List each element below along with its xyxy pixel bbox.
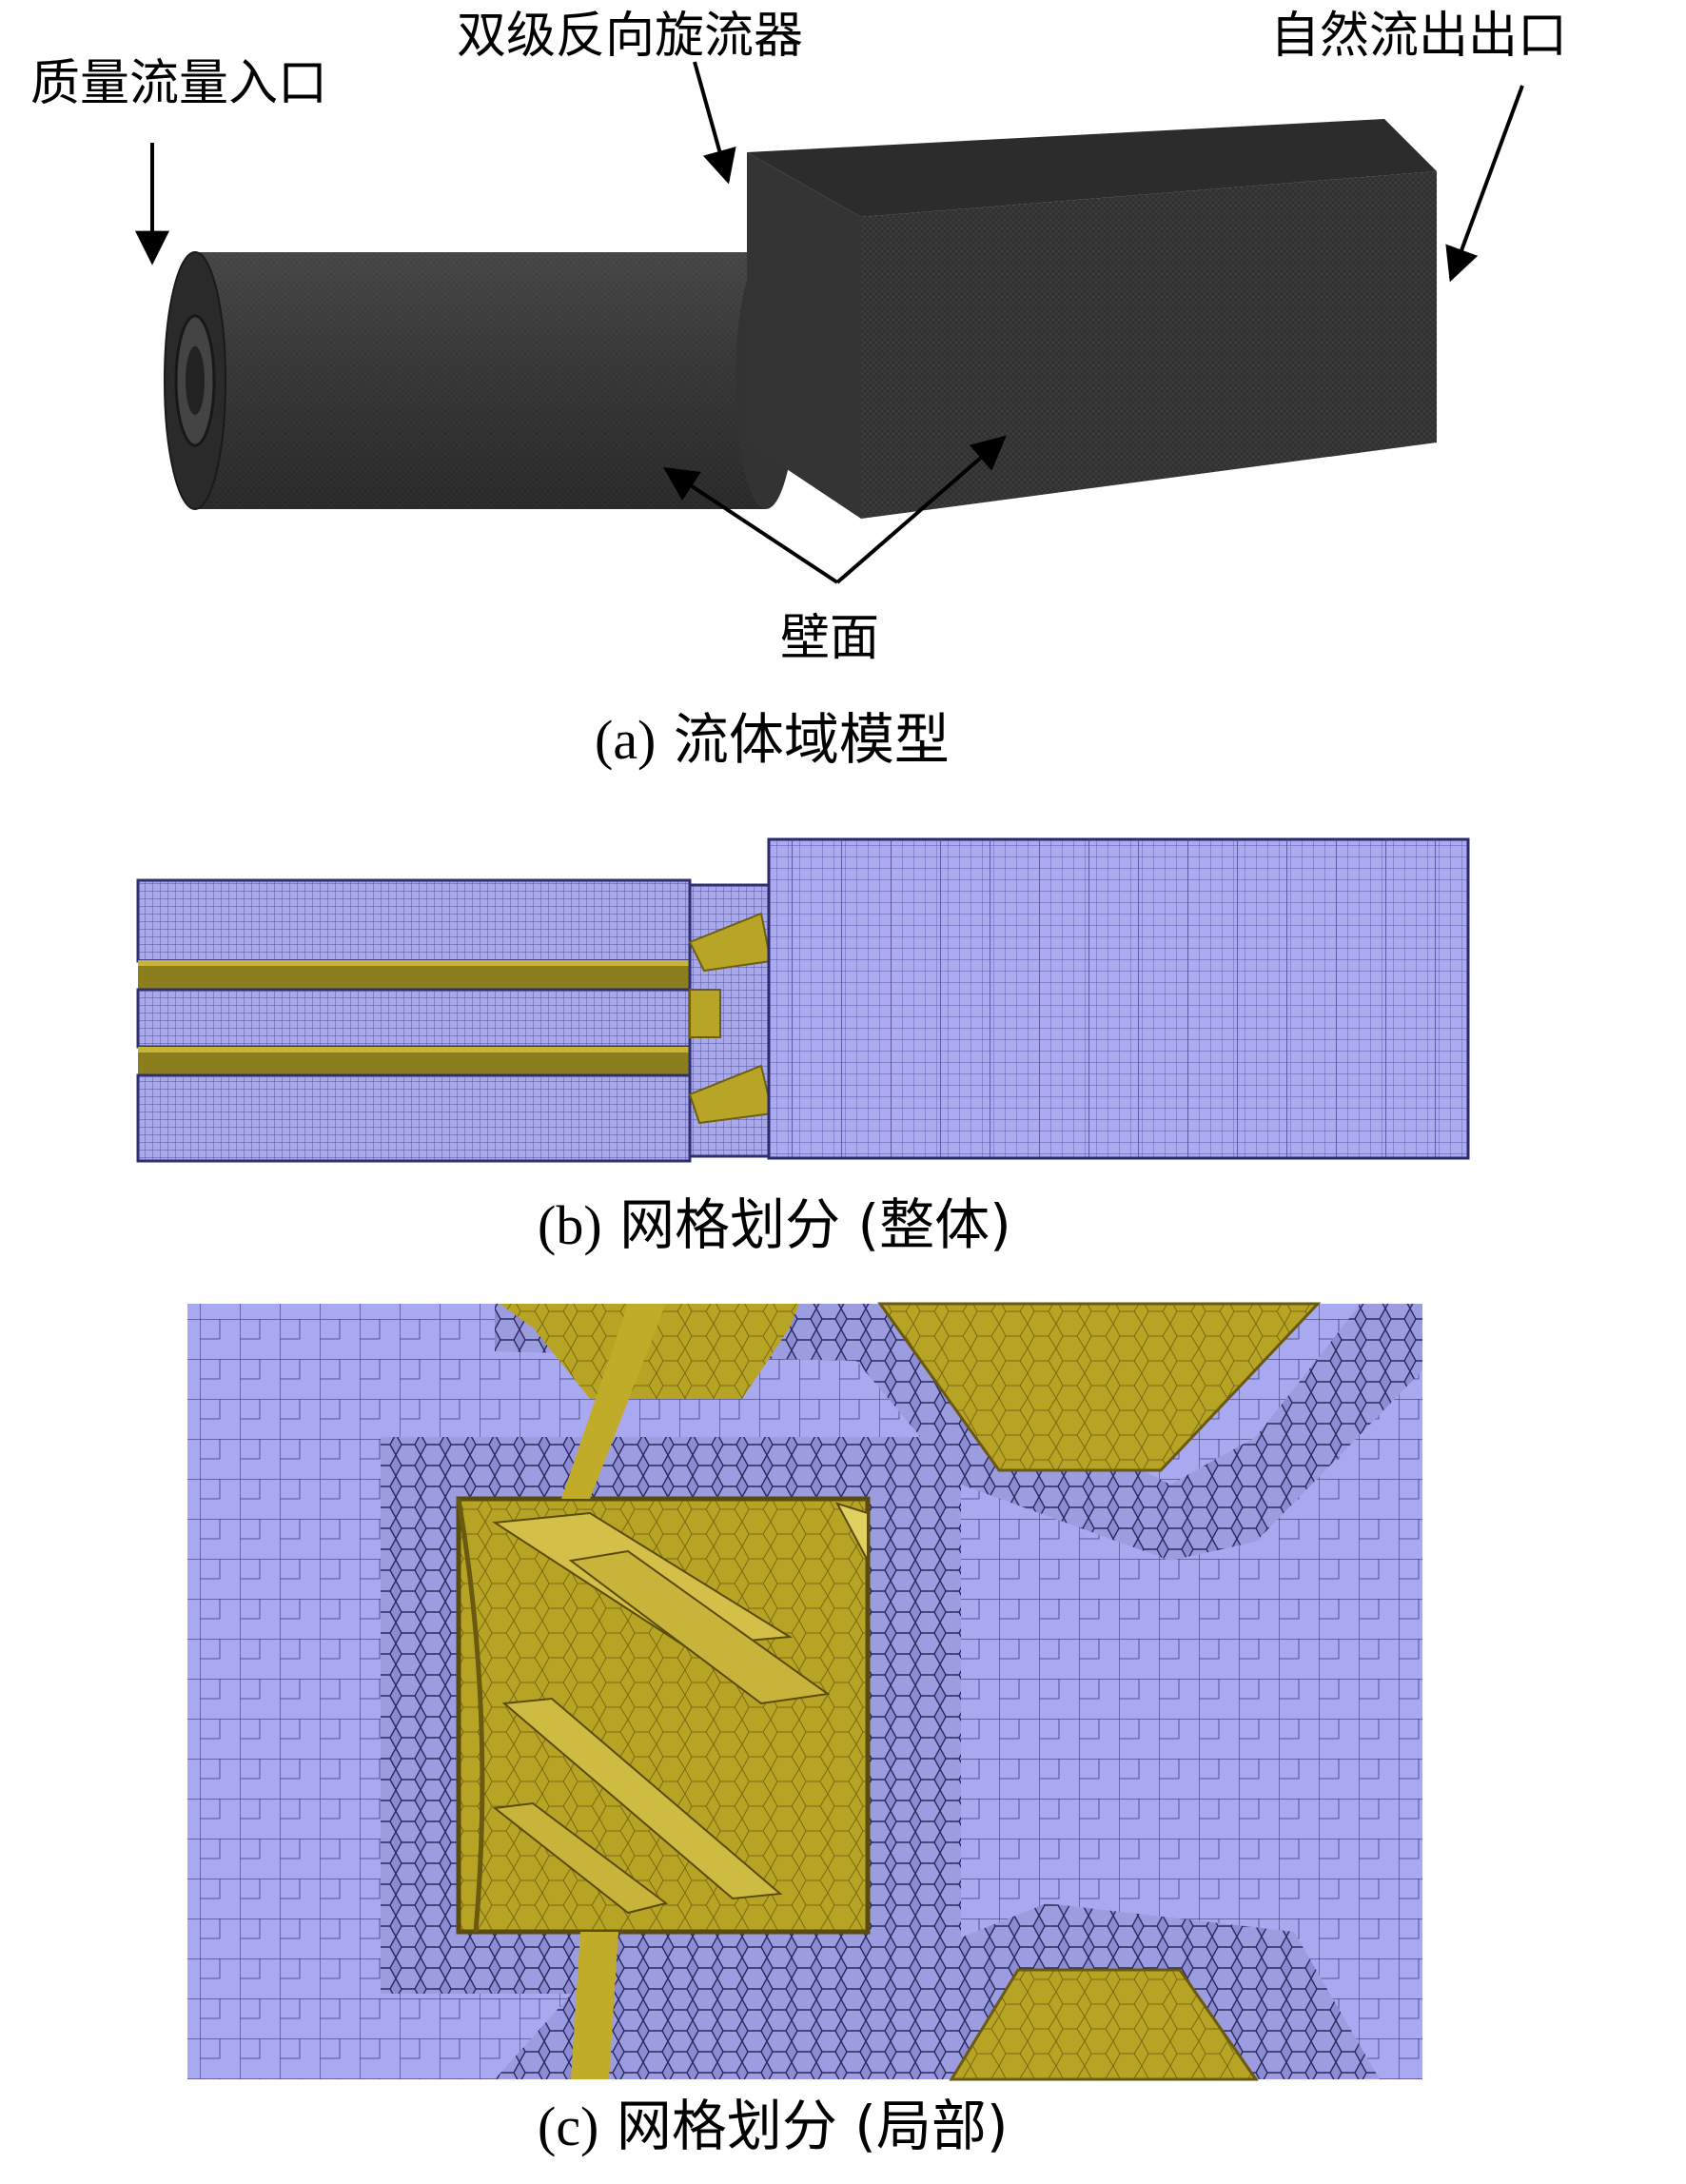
panel-a-figure (135, 61, 1524, 584)
swirler-arrow (693, 61, 736, 185)
caption-c: (c) 网格划分 (局部) (538, 2098, 1009, 2154)
caption-c-letter: (c) (538, 2095, 599, 2157)
panel-b-figure (136, 837, 1470, 1163)
mesh-overall (136, 837, 1470, 1163)
mesh-local-detail (187, 1302, 1422, 2081)
outflow-outlet-label: 自然流出出口 (1270, 8, 1568, 65)
caption-a-letter: (a) (595, 709, 657, 771)
caption-c-text: 网格划分 (616, 2094, 837, 2158)
caption-b: (b) 网格划分 (整体) (538, 1197, 1011, 1253)
caption-a-text: 流体域模型 (673, 707, 950, 772)
inlet-cylinder (164, 251, 796, 510)
caption-c-suffix: (局部) (854, 2094, 1009, 2158)
swirler-label: 双级反向旋流器 (457, 8, 804, 65)
caption-a: (a) 流体域模型 (595, 712, 950, 768)
outlet-arrow (1445, 85, 1524, 283)
wall-label: 壁面 (780, 610, 880, 667)
mass-flow-inlet-label: 质量流量入口 (30, 55, 328, 112)
outlet-box (747, 119, 1437, 519)
wall-arrow-right (835, 435, 1007, 584)
wall-arrow-left (662, 467, 839, 584)
caption-b-text: 网格划分 (619, 1192, 841, 1257)
caption-b-letter: (b) (538, 1194, 602, 1256)
caption-b-suffix: (整体) (857, 1192, 1011, 1257)
